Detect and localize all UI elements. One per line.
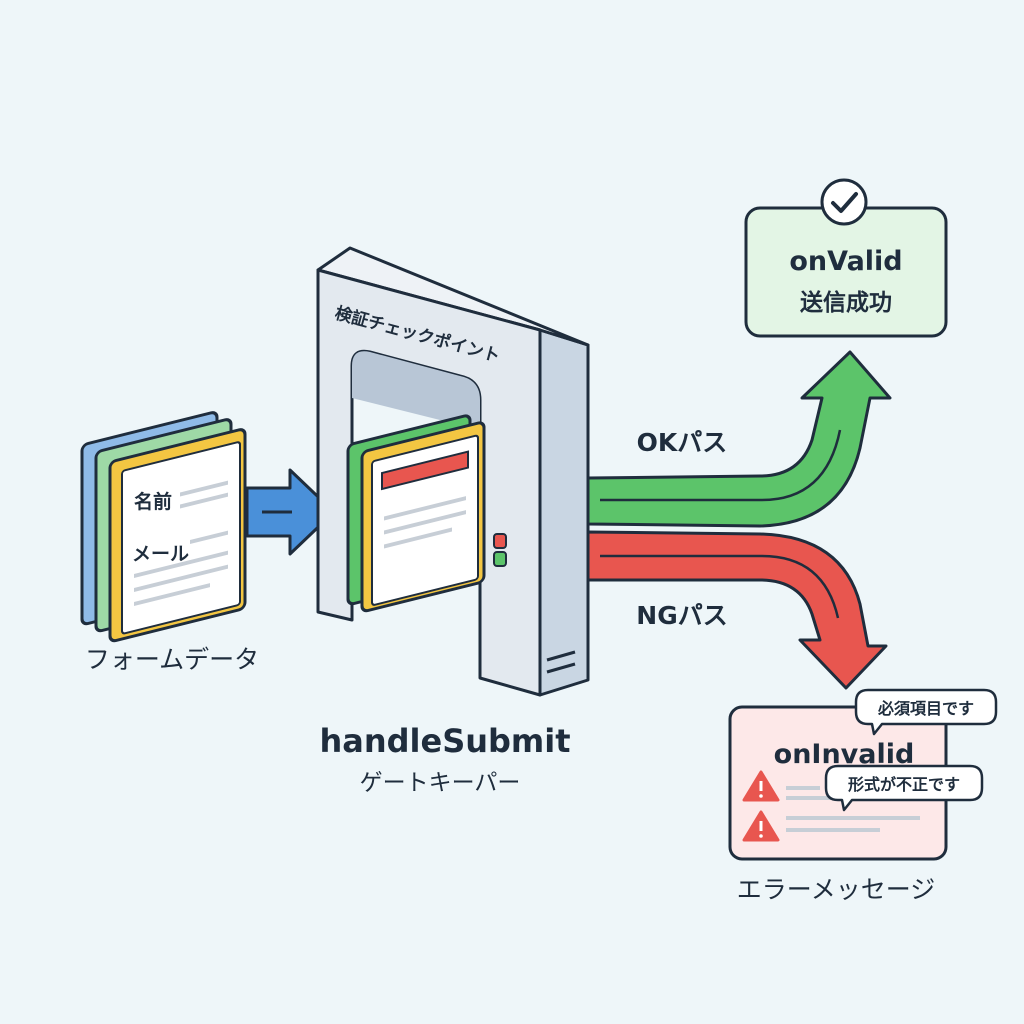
check-icon	[820, 178, 868, 226]
valid-subtitle: 送信成功	[800, 289, 892, 316]
warning-icon	[742, 810, 780, 842]
document-stack-icon: 名前 メール	[80, 411, 247, 643]
field-label-mail: メール	[132, 543, 189, 565]
error-message-caption: エラーメッセージ	[737, 875, 936, 904]
gate-title: handleSubmit	[319, 722, 570, 760]
ng-path-label: NGパス	[636, 601, 727, 630]
validation-gate	[316, 246, 590, 697]
gate-subtitle: ゲートキーパー	[360, 770, 521, 796]
ok-path-label: OKパス	[637, 428, 728, 457]
ng-path-arrow	[586, 530, 888, 690]
bubble-format	[824, 764, 984, 812]
bubble-required	[854, 688, 998, 736]
document-icon	[346, 414, 486, 613]
ok-path-arrow	[586, 350, 892, 528]
field-label-name: 名前	[134, 490, 172, 513]
bubble-required-text: 必須項目です	[877, 699, 974, 718]
warning-icon	[742, 770, 780, 802]
bubble-format-text: 形式が不正です	[848, 775, 960, 794]
form-data-caption: フォームデータ	[85, 645, 259, 674]
valid-title: onValid	[789, 246, 902, 277]
